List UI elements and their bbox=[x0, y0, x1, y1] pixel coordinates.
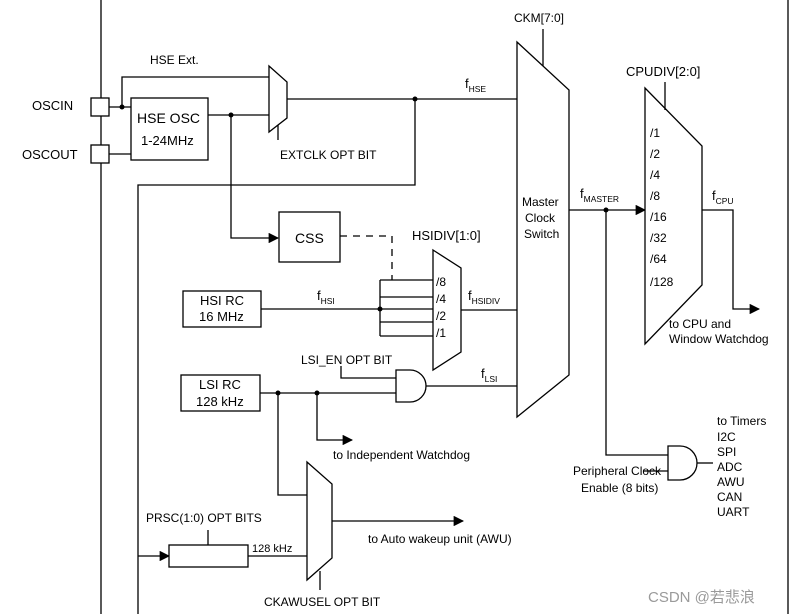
oscout-pin bbox=[90, 144, 110, 164]
lsi-and-gate bbox=[395, 369, 427, 403]
prsc-label: PRSC(1:0) OPT BITS bbox=[146, 511, 262, 525]
fhse-label: fHSE bbox=[465, 76, 486, 94]
lsi-en-label: LSI_EN OPT BIT bbox=[301, 353, 393, 367]
hsi-rc-freq: 16 MHz bbox=[199, 309, 244, 324]
lsi-rc-block bbox=[180, 374, 261, 412]
hse-osc-block bbox=[130, 97, 209, 161]
hsidiv-label: HSIDIV[1:0] bbox=[412, 228, 481, 243]
target-label: CAN bbox=[717, 490, 742, 504]
hsidiv-opt: /2 bbox=[436, 309, 446, 323]
awu-freq-label: 128 kHz bbox=[252, 543, 292, 555]
master-switch-text: Switch bbox=[524, 227, 559, 241]
target-label: ADC bbox=[717, 460, 743, 474]
css-label: CSS bbox=[295, 230, 324, 246]
peripheral-clock-label-2: Enable (8 bits) bbox=[581, 481, 658, 495]
master-switch-text: Clock bbox=[525, 211, 556, 225]
cpudiv-opt: /8 bbox=[650, 189, 660, 203]
watermark-text: CSDN @若悲浪 bbox=[648, 589, 755, 606]
css-block bbox=[278, 211, 341, 263]
cpudiv-opt: /128 bbox=[650, 275, 674, 289]
target-label: SPI bbox=[717, 445, 736, 459]
cpudiv-opt: /32 bbox=[650, 231, 667, 245]
hse-osc-range: 1-24MHz bbox=[141, 133, 194, 148]
peripheral-clock-and-gate bbox=[667, 445, 698, 481]
fhsi-label: fHSI bbox=[317, 288, 335, 306]
flsi-label: fLSI bbox=[481, 366, 497, 384]
hse-ext-label: HSE Ext. bbox=[150, 53, 199, 67]
cpu-output-label-2: Window Watchdog bbox=[669, 332, 769, 346]
prescaler-block bbox=[168, 544, 249, 568]
oscin-pin bbox=[90, 97, 110, 117]
awu-output-label: to Auto wakeup unit (AWU) bbox=[368, 532, 512, 546]
cpudiv-opt: /16 bbox=[650, 210, 667, 224]
fcpu-label: fCPU bbox=[712, 188, 734, 206]
oscout-label: OSCOUT bbox=[22, 147, 78, 162]
cpudiv-label: CPUDIV[2:0] bbox=[626, 64, 700, 79]
lsi-rc-title: LSI RC bbox=[199, 377, 241, 392]
extclk-opt-label: EXTCLK OPT BIT bbox=[280, 148, 377, 162]
peripheral-clock-label: Peripheral Clock bbox=[573, 464, 662, 478]
lsi-rc-freq: 128 kHz bbox=[196, 394, 244, 409]
hse-osc-title: HSE OSC bbox=[137, 110, 200, 126]
ckawusel-label: CKAWUSEL OPT BIT bbox=[264, 595, 381, 609]
master-clock-switch bbox=[516, 40, 570, 419]
hsidiv-mux bbox=[432, 248, 462, 372]
hsidiv-opt: /8 bbox=[436, 275, 446, 289]
iwdg-label: to Independent Watchdog bbox=[333, 448, 470, 462]
target-label: to Timers bbox=[717, 414, 766, 428]
hse-mux bbox=[268, 64, 288, 134]
fmaster-label: fMASTER bbox=[580, 186, 619, 204]
peripheral-targets: to Timers I2C SPI ADC AWU CAN UART bbox=[717, 414, 766, 519]
ckawusel-mux bbox=[306, 460, 333, 582]
hsi-rc-title: HSI RC bbox=[200, 293, 244, 308]
target-label: AWU bbox=[717, 475, 745, 489]
cpudiv-opt: /4 bbox=[650, 168, 660, 182]
target-label: UART bbox=[717, 505, 750, 519]
css-dashed-link bbox=[340, 235, 393, 280]
master-switch-text: Master bbox=[522, 195, 559, 209]
fhsidiv-label: fHSIDIV bbox=[468, 288, 500, 306]
oscin-label: OSCIN bbox=[32, 98, 73, 113]
cpudiv-divider bbox=[644, 86, 703, 346]
target-label: I2C bbox=[717, 430, 736, 444]
cpudiv-opt: /64 bbox=[650, 252, 667, 266]
cpudiv-opt: /2 bbox=[650, 147, 660, 161]
hsidiv-opt: /4 bbox=[436, 292, 446, 306]
cpu-output-label: to CPU and bbox=[669, 317, 731, 331]
hsi-rc-block bbox=[182, 290, 262, 328]
cpudiv-opt: /1 bbox=[650, 126, 660, 140]
hsidiv-opt: /1 bbox=[436, 326, 446, 340]
ckm-label: CKM[7:0] bbox=[514, 11, 564, 25]
